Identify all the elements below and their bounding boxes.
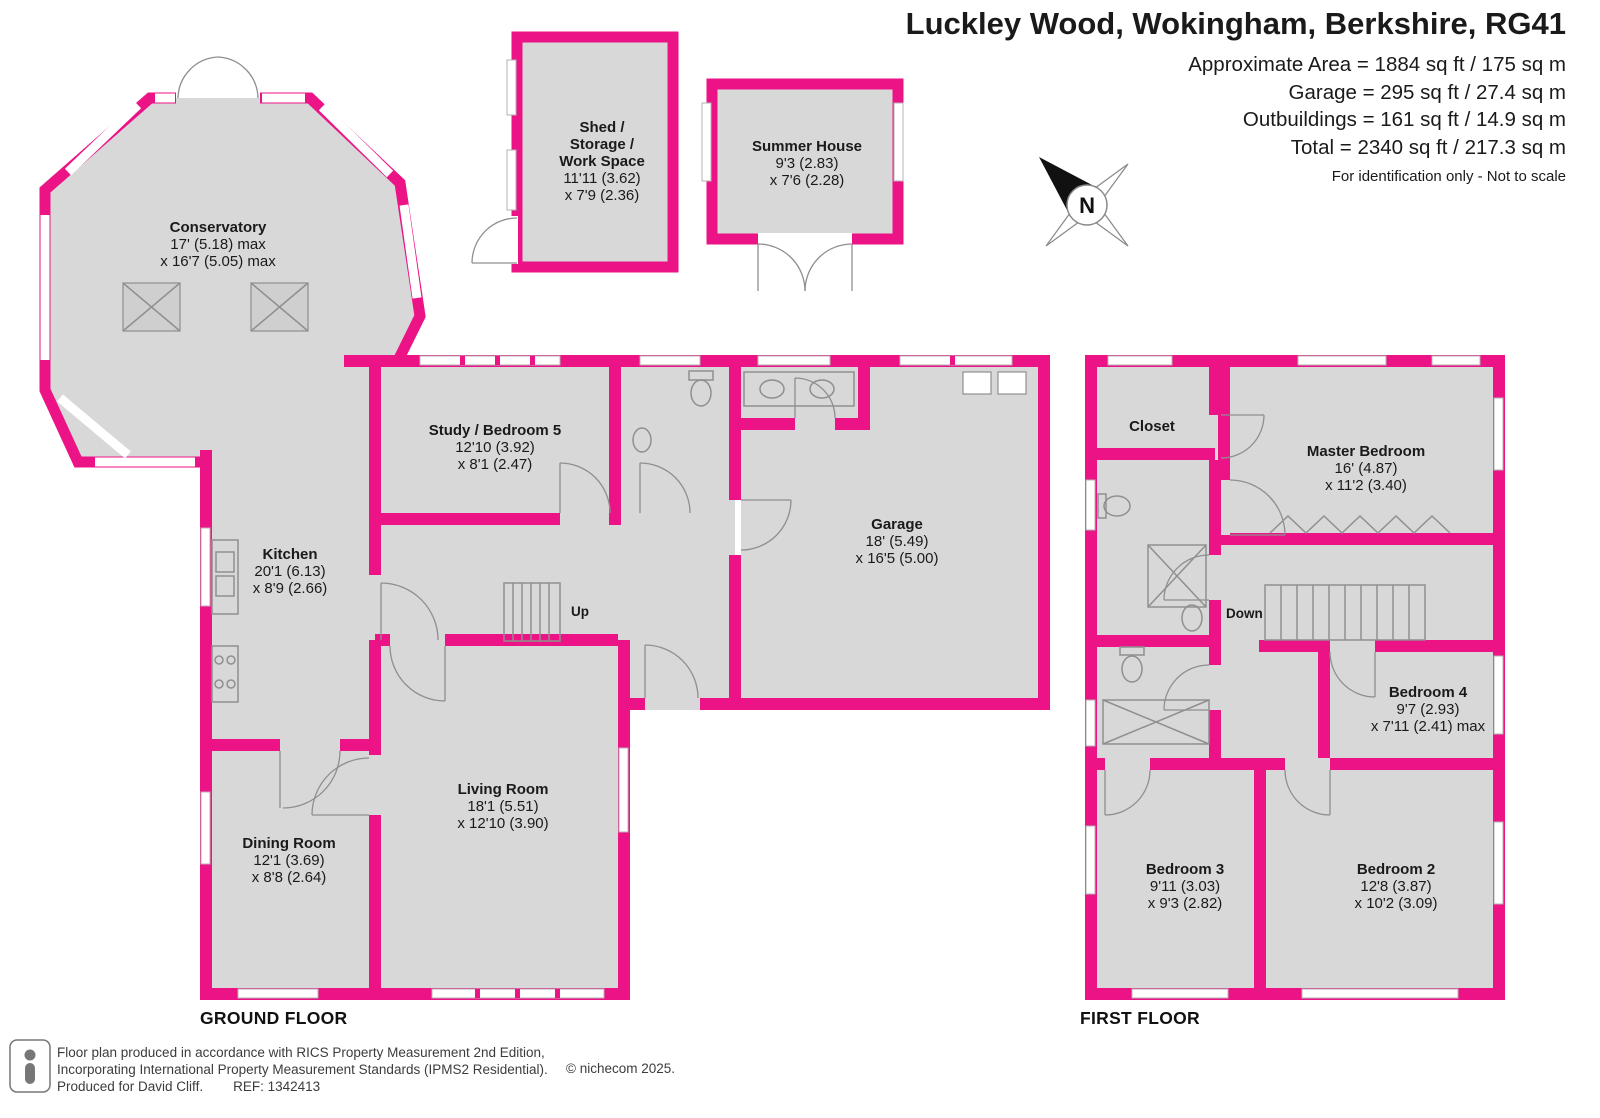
garage-storage-boxes [962,371,1027,395]
stairs-down-label: Down [1226,606,1263,621]
room-name: Bedroom 4 [1388,684,1468,701]
room-label-closet: Closet [1129,418,1175,435]
ground-floor-footprint [206,361,1044,994]
room-dim: x 11'2 (3.40) [1325,477,1407,494]
room-dim: 9'11 (3.03) [1149,878,1221,895]
summer-house-structure [701,78,904,292]
approximate-area: Approximate Area = 1884 sq ft / 175 sq m [1188,53,1566,76]
floor-grille-icon [122,282,309,332]
room-name: Work Space [559,153,645,170]
basin-fixture [1181,604,1203,632]
room-dim: 9'3 (2.83) [775,155,839,172]
room-label-summer-house: Summer House 9'3 (2.83) x 7'6 (2.28) [752,138,862,189]
room-dim: 12'1 (3.69) [253,852,325,869]
wardrobe-fixture [1269,514,1451,535]
footer-disclaimer: Floor plan produced in accordance with R… [57,1044,548,1095]
scale-disclaimer: For identification only - Not to scale [1331,168,1566,185]
copyright-notice: © nichecom 2025. [566,1061,676,1076]
room-name: Summer House [751,138,863,155]
first-floor-windows [1085,355,1504,999]
stairs-up [503,582,561,642]
stairs-down [1264,584,1426,641]
room-name: Closet [1129,418,1175,435]
toilet-fixture [688,370,714,407]
outbuildings-area: Outbuildings = 161 sq ft / 14.9 sq m [1242,108,1566,131]
page-title: Luckley Wood, Wokingham, Berkshire, RG41 [905,6,1566,41]
stairs-up-label: Up [571,604,589,619]
ground-floor-doors [279,377,836,816]
first-floor-footprint [1091,361,1499,994]
room-name: Conservatory [169,219,267,236]
room-dim: x 7'6 (2.28) [769,172,845,189]
room-name: Storage / [569,136,635,153]
first-floor-title: FIRST FLOOR [1080,1008,1200,1028]
room-name: Dining Room [242,835,336,852]
room-name: Study / Bedroom 5 [428,422,562,439]
room-label-kitchen: Kitchen 20'1 (6.13) x 8'9 (2.66) [253,546,328,597]
room-dim: x 7'11 (2.41) max [1370,718,1486,735]
room-name: Shed / [579,119,625,136]
room-dim: 11'11 (3.62) [563,170,641,187]
room-name: Bedroom 2 [1356,861,1436,878]
toilet-fixture [1119,646,1145,683]
footer-line2: Incorporating International Property Mea… [57,1062,548,1077]
footer-line1: Floor plan produced in accordance with R… [57,1045,545,1060]
room-label-living-room: Living Room 18'1 (5.51) x 12'10 (3.90) [457,781,548,832]
ground-floor-fixtures [211,370,1027,703]
room-dim: x 9'3 (2.82) [1147,895,1223,912]
room-dim: 20'1 (6.13) [254,563,326,580]
room-dim: x 7'9 (2.36) [564,187,640,204]
room-dim: x 10'2 (3.09) [1354,895,1438,912]
room-dim: x 16'5 (5.00) [855,550,939,567]
room-dim: 18' (5.49) [865,533,929,550]
reference-number: REF: 1342413 [233,1079,321,1094]
room-dim: x 8'8 (2.64) [251,869,327,886]
first-floor-fixtures [1097,493,1451,745]
room-name: Master Bedroom [1306,443,1426,460]
plan-header: Luckley Wood, Wokingham, Berkshire, RG41… [906,6,1566,185]
kitchen-sink-fixture [211,539,239,615]
room-label-master-bedroom: Master Bedroom 16' (4.87) x 11'2 (3.40) [1307,443,1425,494]
room-name: Garage [871,516,923,533]
ground-floor-windows [200,355,1013,999]
shower-fixture [1147,544,1207,608]
room-dim: 9'7 (2.93) [1396,701,1460,718]
basin-fixture [632,427,652,453]
compass-north-label: N [1079,193,1095,218]
room-name: Kitchen [262,546,318,563]
room-dim: x 16'7 (5.05) max [160,253,276,270]
room-label-conservatory: Conservatory 17' (5.18) max x 16'7 (5.05… [160,219,275,270]
ground-floor-title: GROUND FLOOR [200,1008,348,1028]
shed-structure [471,31,679,273]
total-area: Total = 2340 sq ft / 217.3 sq m [1290,135,1566,159]
room-dim: x 8'9 (2.66) [252,580,328,597]
washroom-basins-fixture [743,371,855,407]
room-dim: 12'10 (3.92) [455,439,535,456]
person-icon [9,1039,51,1093]
garage-area: Garage = 295 sq ft / 27.4 sq m [1288,80,1566,104]
room-dim: 12'8 (3.87) [1360,878,1432,895]
room-name: Bedroom 3 [1145,861,1225,878]
room-label-bedroom2: Bedroom 2 12'8 (3.87) x 10'2 (3.09) [1355,861,1438,912]
room-label-bedroom4: Bedroom 4 9'7 (2.93) x 7'11 (2.41) max [1371,684,1485,735]
compass-rose-icon: N [1039,157,1129,247]
room-dim: 17' (5.18) max [170,236,266,253]
room-label-garage: Garage 18' (5.49) x 16'5 (5.00) [856,516,939,567]
room-name: Living Room [457,781,549,798]
room-label-study: Study / Bedroom 5 12'10 (3.92) x 8'1 (2.… [429,422,562,473]
first-floor-doors [1104,414,1376,816]
room-dim: x 8'1 (2.47) [457,456,533,473]
toilet-fixture [1097,493,1131,519]
room-label-shed: Shed / Storage / Work Space 11'11 (3.62)… [559,119,645,204]
room-dim: 16' (4.87) [1334,460,1398,477]
bath-fixture [1102,699,1210,745]
room-label-bedroom3: Bedroom 3 9'11 (3.03) x 9'3 (2.82) [1146,861,1224,912]
room-label-dining-room: Dining Room 12'1 (3.69) x 8'8 (2.64) [242,835,335,886]
room-dim: x 12'10 (3.90) [457,815,549,832]
footer-line3: Produced for David Cliff. REF: 1342413 [57,1078,548,1095]
produced-for: Produced for David Cliff. [57,1079,204,1094]
stove-fixture [211,645,239,703]
room-dim: 18'1 (5.51) [467,798,539,815]
